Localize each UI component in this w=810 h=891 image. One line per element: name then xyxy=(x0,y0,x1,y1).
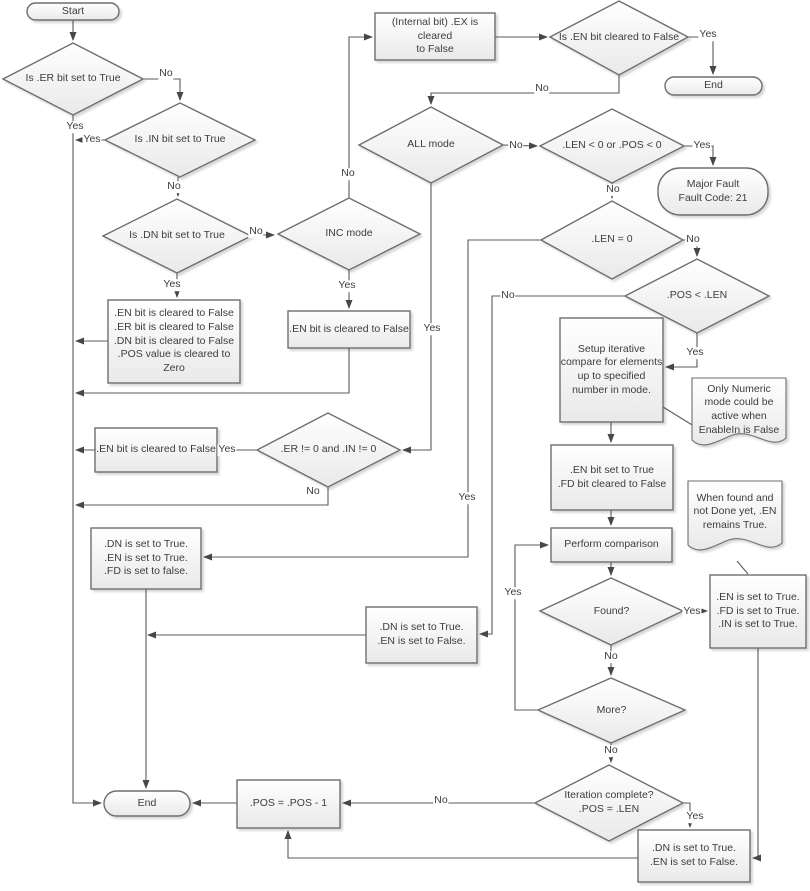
node-en-cleared-inc-shape xyxy=(287,310,411,349)
node-note-found-shape xyxy=(687,480,783,551)
edge-len-neg-yes xyxy=(684,145,717,166)
edge-is-er-no xyxy=(143,78,184,101)
edge-dn-bottom-out xyxy=(284,830,638,859)
edge-iter-yes xyxy=(683,802,694,828)
node-is-er-shape xyxy=(1,42,145,116)
node-dn-true-en-false-bottom-shape xyxy=(637,829,751,883)
node-end-top-shape xyxy=(664,76,763,96)
node-pos-lt-len-shape xyxy=(623,258,771,334)
node-setup-compare-shape xyxy=(559,317,664,423)
node-is-in-shape xyxy=(103,102,257,178)
node-pos-decrement-shape xyxy=(236,779,341,829)
node-iteration-complete-shape xyxy=(533,764,685,842)
edge-er-in-no xyxy=(75,487,329,509)
node-dn-true-en-false-mid-shape xyxy=(365,606,478,664)
node-inc-mode-shape xyxy=(276,197,422,271)
node-more-shape xyxy=(536,677,687,744)
node-er-in-nonzero-shape xyxy=(255,412,402,488)
node-len-zero-shape xyxy=(539,200,685,280)
node-en-fd-in-true-shape xyxy=(709,574,807,649)
edge-is-er-yes-rail xyxy=(72,115,102,807)
node-is-en-cleared-shape xyxy=(548,0,690,76)
node-dn-en-true-fd-false-shape xyxy=(90,527,202,590)
node-major-fault-shape xyxy=(657,167,769,216)
edge-pos-lt-len-yes xyxy=(665,333,698,371)
edge-more-yes xyxy=(514,541,549,711)
node-found-shape xyxy=(538,577,685,646)
node-clear-all-bits-shape xyxy=(107,299,241,384)
edge-len-zero-yes xyxy=(203,239,541,561)
edge-en-fd-in-out xyxy=(752,648,761,862)
node-is-dn-shape xyxy=(101,198,253,274)
node-start-shape xyxy=(26,2,120,21)
node-len-or-pos-neg-shape xyxy=(538,108,686,184)
node-en-cleared-er-shape xyxy=(94,427,218,473)
node-all-mode-shape xyxy=(357,106,505,184)
edge-all-no xyxy=(502,142,538,150)
node-perform-comparison-shape xyxy=(550,527,673,563)
node-ex-cleared-shape xyxy=(374,12,496,61)
node-note-numeric-shape xyxy=(691,377,787,446)
edge-pos-lt-len-no xyxy=(479,295,625,638)
edge-note-found-connector xyxy=(736,560,749,575)
edge-en-cleared-inc-out xyxy=(75,348,350,397)
edge-is-en-cleared-yes xyxy=(688,36,717,75)
edge-is-en-cleared-no xyxy=(427,75,620,105)
node-en-true-fd-false-shape xyxy=(550,444,674,511)
edge-len-zero-no xyxy=(683,239,701,257)
edge-inc-no xyxy=(348,33,373,198)
node-end-bottom-shape xyxy=(103,790,191,817)
edge-all-yes xyxy=(402,183,432,454)
